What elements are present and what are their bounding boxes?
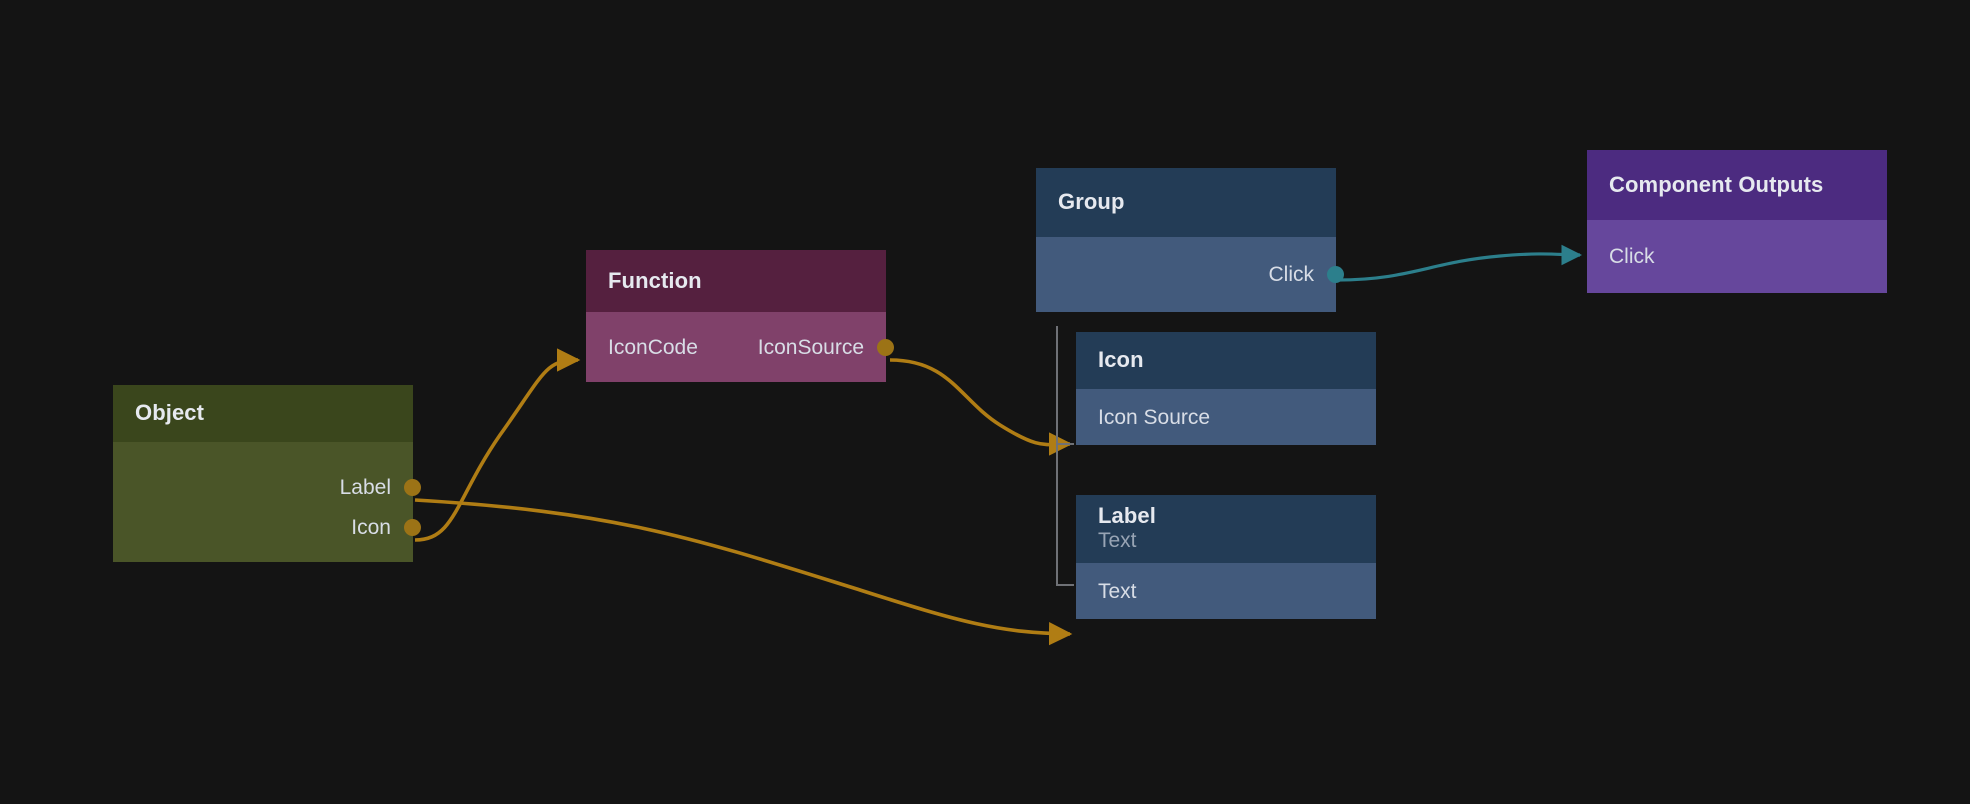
port-label-text-text: Text — [1098, 579, 1137, 603]
edge-group-click-to-component-outputs-click — [1336, 244, 1583, 282]
port-component-outputs-click[interactable]: Click — [1587, 237, 1887, 277]
node-label-title: Label — [1098, 502, 1156, 528]
edge-function-iconsource-to-icon-iconsource — [889, 358, 1073, 456]
node-function-header[interactable]: Function — [586, 250, 886, 312]
port-label-text[interactable]: Text — [1076, 571, 1376, 611]
port-function-iconcode-text: IconCode — [608, 335, 698, 359]
port-icon-icon-source-text: Icon Source — [1098, 405, 1211, 429]
port-function-iconsource-text: IconSource — [757, 335, 864, 359]
node-component-outputs[interactable]: Component Outputs Click — [1587, 150, 1887, 293]
port-function-iconsource-dot[interactable] — [877, 338, 894, 356]
node-label-subtitle: Text — [1098, 529, 1137, 553]
node-component-outputs-body[interactable]: Click — [1587, 220, 1887, 293]
tree-bracket-stub-label — [1056, 584, 1074, 586]
node-group[interactable]: Group Click — [1036, 168, 1344, 312]
node-object[interactable]: Object Label Icon — [113, 385, 421, 562]
node-icon-title: Icon — [1098, 347, 1144, 373]
port-group-click-text: Click — [1268, 263, 1315, 286]
edge-object-label-to-label-text — [414, 498, 1073, 646]
port-object-icon[interactable]: Icon — [113, 507, 421, 547]
port-object-icon-text: Icon — [351, 515, 391, 539]
port-component-outputs-click-text: Click — [1609, 245, 1655, 268]
node-component-outputs-title: Component Outputs — [1609, 171, 1824, 197]
node-icon[interactable]: Icon Icon Source — [1076, 332, 1376, 445]
node-component-outputs-header[interactable]: Component Outputs — [1587, 150, 1887, 220]
tree-bracket-stub-icon — [1056, 443, 1074, 445]
port-group-click-dot[interactable] — [1327, 266, 1344, 283]
node-function-title: Function — [608, 267, 702, 293]
port-object-label[interactable]: Label — [113, 467, 421, 507]
node-function-body[interactable]: IconCode IconSource — [586, 312, 894, 382]
port-object-label-text: Label — [339, 475, 391, 499]
node-label-body[interactable]: Text — [1076, 563, 1376, 619]
node-object-title: Object — [135, 400, 205, 426]
node-function[interactable]: Function IconCode IconSource — [586, 250, 894, 382]
port-group-click[interactable]: Click — [1036, 255, 1344, 295]
port-object-icon-dot[interactable] — [404, 518, 421, 536]
port-object-label-dot[interactable] — [404, 478, 421, 496]
tree-bracket-vertical — [1056, 326, 1058, 586]
node-label[interactable]: Label Text Text — [1076, 495, 1376, 619]
node-label-header[interactable]: Label Text — [1076, 495, 1376, 563]
port-row-function[interactable]: IconCode IconSource — [586, 327, 894, 367]
node-group-body[interactable]: Click — [1036, 237, 1344, 312]
node-object-header[interactable]: Object — [113, 385, 413, 442]
edge-object-icon-to-function-iconcode — [414, 348, 581, 542]
node-icon-body[interactable]: Icon Source — [1076, 389, 1376, 445]
node-object-body[interactable]: Label Icon — [113, 442, 421, 562]
node-group-header[interactable]: Group — [1036, 168, 1336, 237]
node-group-title: Group — [1058, 189, 1125, 215]
port-icon-icon-source[interactable]: Icon Source — [1076, 397, 1376, 437]
node-icon-header[interactable]: Icon — [1076, 332, 1376, 389]
